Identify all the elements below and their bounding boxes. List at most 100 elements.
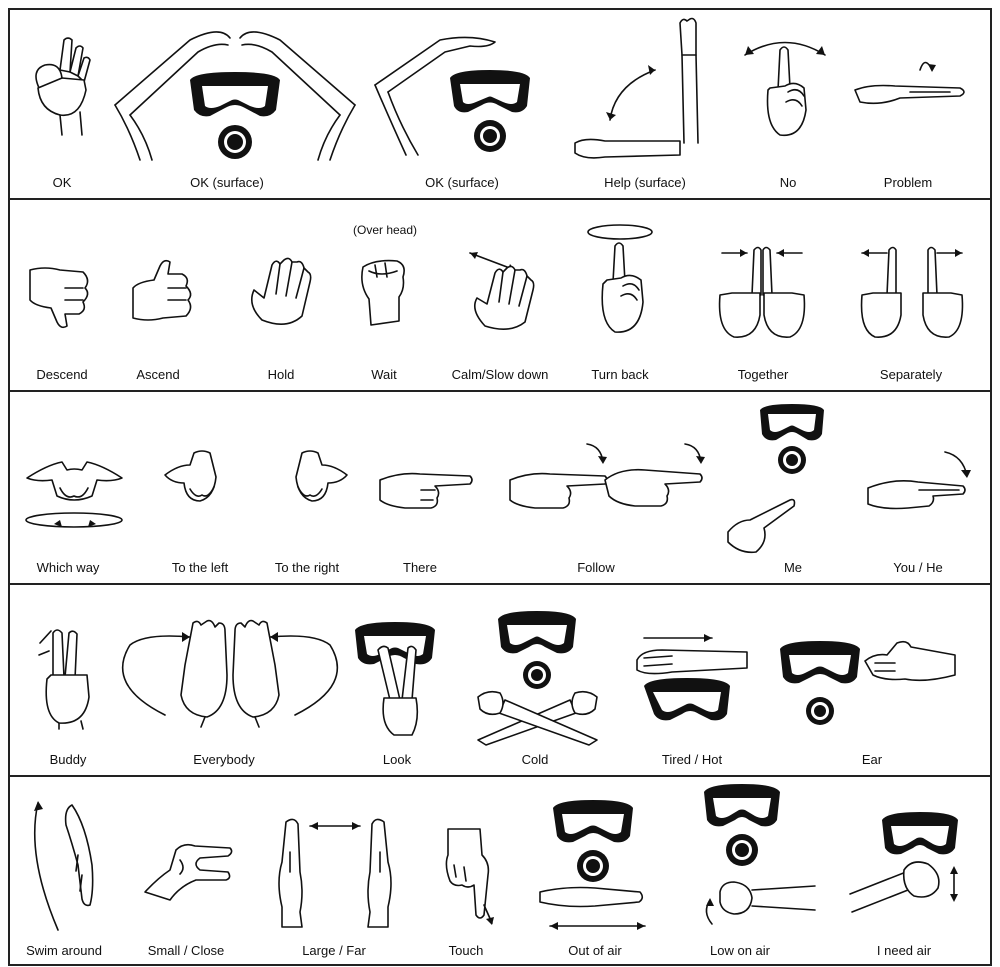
sign-cold (470, 605, 605, 746)
hands-spread-icon (25, 461, 123, 528)
sign-label: Ascend (136, 367, 180, 382)
over-head-note: (Over head) (352, 223, 418, 237)
sign-label: Touch (448, 943, 484, 958)
row-divider (8, 390, 992, 392)
slash-throat-icon (539, 800, 646, 930)
sign-to-the-left (160, 443, 240, 508)
sign-label: To the left (171, 560, 229, 575)
sign-large-far (270, 812, 400, 932)
v-fingers-eyes-icon (355, 622, 435, 736)
one-arm-over-head-icon (374, 36, 530, 156)
sign-wait (355, 255, 415, 330)
open-palm-icon (251, 257, 312, 325)
arms-over-head-icon (114, 31, 356, 161)
finger-wag-icon (744, 41, 826, 137)
sign-look (350, 620, 440, 740)
row-divider (8, 198, 992, 200)
sign-together (712, 245, 812, 340)
sign-touch (440, 825, 500, 930)
sign-ascend (128, 258, 198, 328)
ok-hand-icon (35, 37, 91, 136)
hands-wide-icon (278, 818, 392, 928)
hand-at-ear-icon (780, 640, 956, 725)
sign-label: There (403, 560, 437, 575)
sign-label: Large / Far (302, 943, 366, 958)
point-forward-icon (867, 451, 971, 510)
sign-label: Wait (371, 367, 397, 382)
sign-ok (20, 30, 100, 140)
sign-to-the-right (272, 443, 352, 508)
sign-label: You / He (893, 560, 943, 575)
sign-turn-back (585, 222, 655, 337)
sign-separately (857, 245, 967, 340)
sign-ok-surface-one-arm (370, 30, 540, 165)
sign-label: I need air (876, 943, 932, 958)
sign-label: Separately (879, 367, 943, 382)
sign-label: Everybody (193, 752, 255, 767)
fist-up-down-icon (849, 812, 958, 913)
hand-circle-icon (33, 801, 94, 931)
sign-label: Me (783, 560, 803, 575)
sign-hold (242, 250, 317, 330)
palm-down-wave-icon (469, 252, 535, 330)
sign-label: Hold (267, 367, 295, 382)
sign-label: No (779, 175, 797, 190)
sign-out-of-air (535, 798, 660, 933)
sign-swim-around (28, 795, 103, 935)
sign-label: Turn back (591, 367, 649, 382)
sign-which-way (22, 440, 127, 530)
two-fingers-side-icon (38, 629, 90, 730)
cupped-hands-sweep-icon (121, 619, 339, 728)
sign-label: To the right (274, 560, 340, 575)
sign-low-on-air (700, 782, 820, 932)
sign-label: Low on air (710, 943, 770, 958)
sign-label: Cold (521, 752, 549, 767)
fist-icon (361, 259, 405, 326)
sign-label: Together (737, 367, 789, 382)
sign-descend (25, 260, 95, 330)
sign-label: Calm/Slow down (451, 367, 549, 382)
two-pointing-hands-icon (509, 443, 705, 509)
sign-label: Look (382, 752, 412, 767)
sign-you-he (863, 448, 973, 528)
sign-i-need-air (848, 812, 968, 927)
outer-frame (8, 8, 992, 966)
thumb-down-icon (29, 267, 89, 329)
hand-wipe-forehead-icon (636, 634, 748, 721)
flat-hand-rock-icon (854, 61, 965, 105)
sign-label: Follow (577, 560, 615, 575)
sign-label: OK (52, 175, 72, 190)
row-divider (8, 583, 992, 585)
waving-arm-icon (574, 17, 699, 159)
sign-buddy (35, 625, 100, 730)
sign-label: Small / Close (147, 943, 225, 958)
sign-ok-surface (110, 20, 360, 165)
sign-everybody (115, 615, 345, 730)
sign-label: Out of air (568, 943, 622, 958)
sign-ear (775, 635, 960, 730)
hand-left-icon (164, 450, 217, 502)
sign-calm-slow-down (465, 248, 540, 333)
hand-right-icon (295, 450, 348, 502)
sign-follow (505, 440, 705, 520)
fist-chest-icon (704, 784, 816, 925)
sign-small-close (140, 830, 235, 905)
sign-no (740, 30, 830, 145)
sign-label: Swim around (26, 943, 102, 958)
sign-label: Which way (36, 560, 100, 575)
pinch-icon (144, 843, 233, 901)
sign-label: Buddy (49, 752, 87, 767)
crossed-arms-icon (477, 611, 598, 746)
sign-tired-hot (632, 630, 752, 730)
sign-label: OK (surface) (425, 175, 499, 190)
sign-label: Help (surface) (604, 175, 686, 190)
sign-problem (850, 50, 970, 120)
sign-me (720, 402, 830, 562)
row-divider (8, 775, 992, 777)
point-at-self-icon (727, 404, 824, 554)
fingers-apart-icon (860, 246, 964, 338)
finger-touch-icon (445, 828, 494, 925)
sign-help-surface (570, 15, 720, 165)
thumb-up-icon (132, 259, 192, 321)
